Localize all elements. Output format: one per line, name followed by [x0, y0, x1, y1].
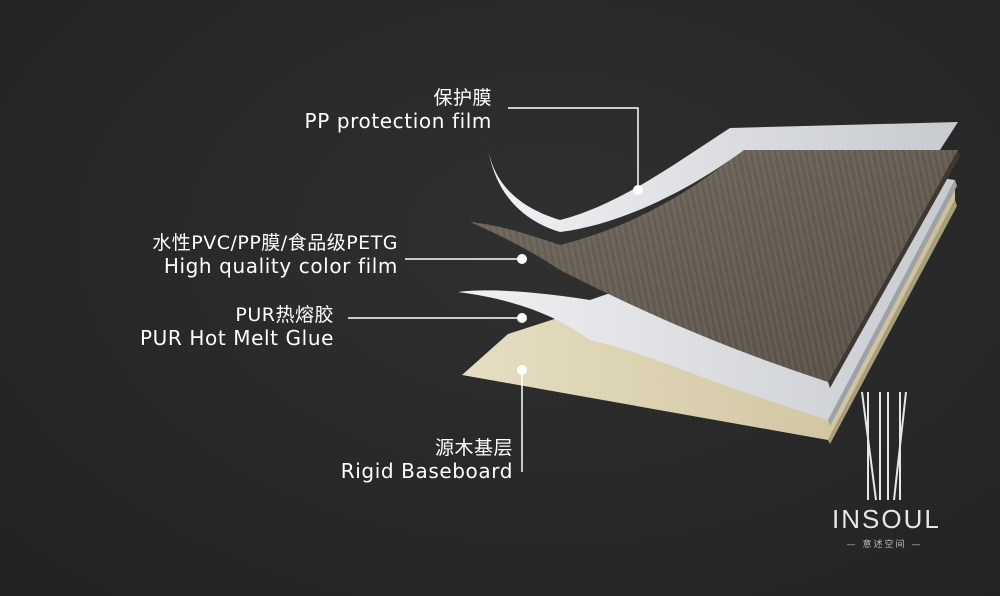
brand-name: INSOUL [832, 504, 941, 534]
marker-dot-base [517, 365, 527, 375]
brand-logo: INSOUL — 意述空间 — [832, 380, 941, 550]
label-color-cn: 水性PVC/PP膜/食品级PETG [152, 232, 398, 254]
leader-line-pp [508, 107, 639, 190]
label-color-en: High quality color film [163, 253, 398, 278]
label-color-film: 水性PVC/PP膜/食品级PETG High quality color fil… [152, 232, 398, 278]
marker-dot-pp [633, 185, 643, 195]
pp-film-layer [487, 122, 958, 232]
color-film-edge [828, 150, 960, 388]
label-base-en: Rigid Baseboard [340, 458, 513, 483]
marker-dot-glue [517, 313, 527, 323]
label-glue: PUR热熔胶 PUR Hot Melt Glue [140, 304, 334, 350]
baseboard-edge [828, 200, 957, 444]
glue-edge [828, 180, 957, 426]
brand-logo-mark [861, 391, 907, 501]
label-base-cn: 源木基层 [434, 437, 513, 459]
label-pp-cn: 保护膜 [433, 87, 492, 109]
brand-subtitle: — 意述空间 — [846, 540, 923, 550]
label-baseboard: 源木基层 Rigid Baseboard [340, 437, 513, 483]
label-pp-protection: 保护膜 PP protection film [304, 87, 492, 133]
label-glue-en: PUR Hot Melt Glue [140, 325, 334, 350]
marker-dot-color [517, 254, 527, 264]
label-pp-en: PP protection film [304, 108, 492, 133]
label-glue-cn: PUR热熔胶 [235, 304, 334, 326]
